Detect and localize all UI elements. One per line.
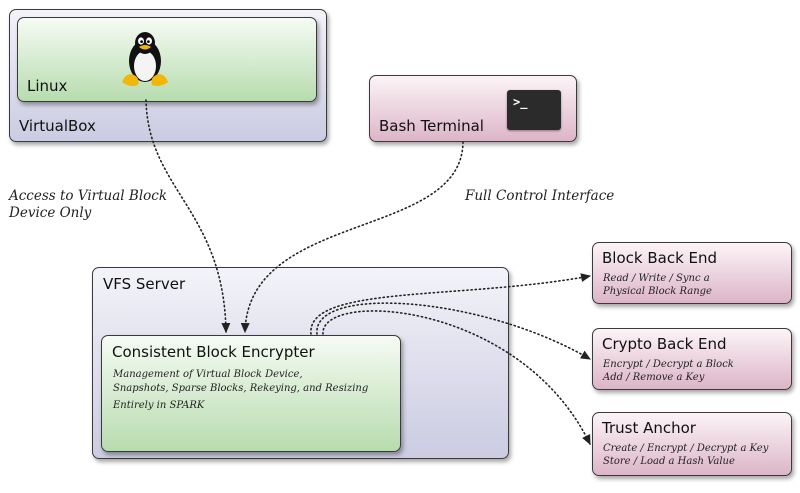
block-back-end-line2: Physical Block Range bbox=[603, 286, 712, 297]
bash-edge-label: Full Control Interface bbox=[465, 188, 615, 204]
trust-anchor-line2: Store / Load a Hash Value bbox=[603, 456, 735, 467]
crypto-back-end-line1: Encrypt / Decrypt a Block bbox=[603, 359, 734, 370]
edge-cbe-to-trust-anchor bbox=[322, 310, 591, 446]
edge-cbe-to-crypto-back-end bbox=[316, 302, 591, 360]
trust-anchor-box: Trust Anchor Create / Encrypt / Decrypt … bbox=[592, 412, 792, 476]
tux-penguin-icon bbox=[120, 30, 170, 88]
trust-anchor-line1: Create / Encrypt / Decrypt a Key bbox=[603, 443, 769, 454]
terminal-icon: >_ bbox=[507, 90, 561, 130]
crypto-back-end-label: Crypto Back End bbox=[602, 335, 727, 353]
cbe-desc-line3: Entirely in SPARK bbox=[113, 400, 205, 411]
crypto-back-end-box: Crypto Back End Encrypt / Decrypt a Bloc… bbox=[592, 328, 792, 390]
crypto-back-end-line2: Add / Remove a Key bbox=[603, 372, 705, 383]
virtualbox-label: VirtualBox bbox=[19, 117, 96, 135]
cbe-label: Consistent Block Encrypter bbox=[112, 343, 315, 361]
linux-label: Linux bbox=[27, 77, 68, 95]
linux-box: Linux bbox=[17, 17, 317, 102]
linux-edge-label-line1: Access to Virtual Block bbox=[9, 188, 168, 204]
block-back-end-box: Block Back End Read / Write / Sync a Phy… bbox=[592, 242, 792, 304]
bash-terminal-label: Bash Terminal bbox=[379, 117, 484, 135]
bash-terminal-box: Bash Terminal >_ bbox=[369, 75, 577, 142]
edge-cbe-to-block-back-end bbox=[310, 273, 592, 335]
block-back-end-label: Block Back End bbox=[602, 249, 718, 267]
edge-bash-to-cbe bbox=[240, 141, 464, 334]
edge-linux-to-cbe bbox=[145, 99, 231, 334]
vfs-server-label: VFS Server bbox=[103, 275, 186, 293]
cbe-box: Consistent Block Encrypter Management of… bbox=[101, 335, 401, 452]
terminal-prompt: >_ bbox=[513, 95, 528, 109]
cbe-desc-line1: Management of Virtual Block Device, bbox=[113, 369, 303, 380]
trust-anchor-label: Trust Anchor bbox=[602, 419, 696, 437]
cbe-desc-line2: Snapshots, Sparse Blocks, Rekeying, and … bbox=[113, 383, 369, 394]
linux-edge-label-line2: Device Only bbox=[9, 205, 92, 221]
block-back-end-line1: Read / Write / Sync a bbox=[603, 273, 710, 284]
